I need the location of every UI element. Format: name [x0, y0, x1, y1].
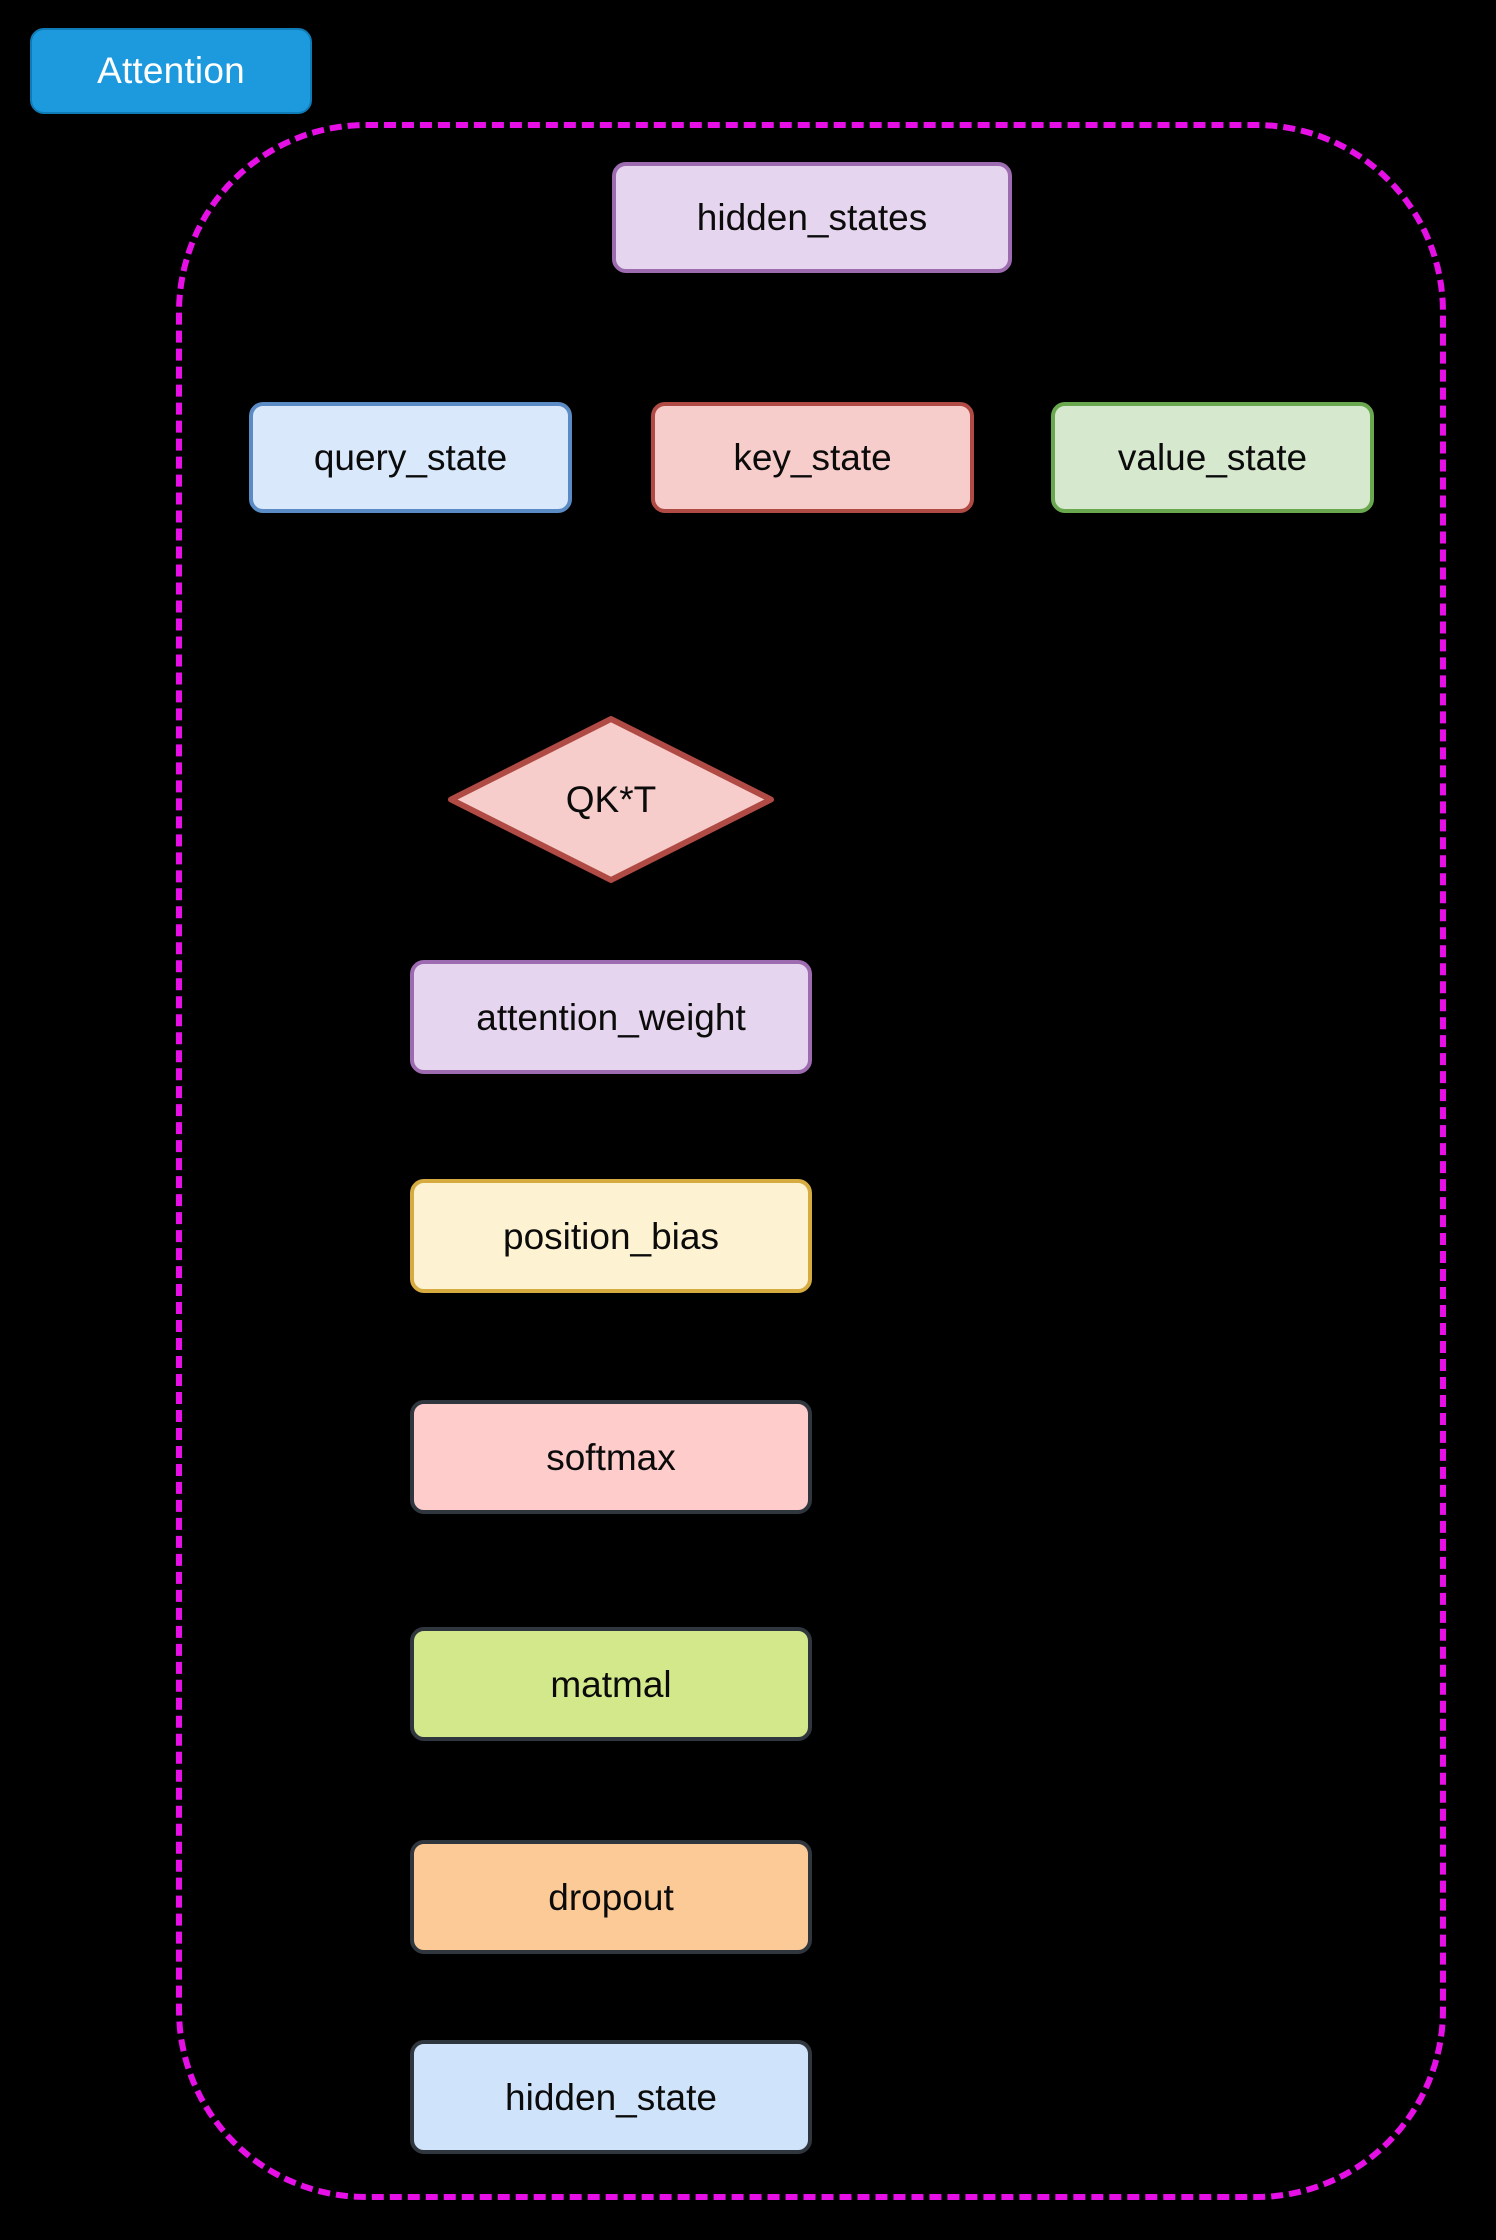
diamond-shape-icon — [448, 716, 774, 883]
node-softmax-label: softmax — [546, 1436, 676, 1478]
node-matmal-label: matmal — [550, 1663, 672, 1705]
subgraph-title-label: Attention — [97, 50, 245, 91]
node-qkt-diamond[interactable]: QK*T — [447, 715, 775, 884]
node-hidden-states[interactable]: hidden_states — [612, 162, 1012, 273]
node-key-state-label: key_state — [733, 437, 892, 478]
node-attention-weight[interactable]: attention_weight — [410, 960, 812, 1074]
subgraph-title-attention[interactable]: Attention — [30, 28, 312, 114]
node-value-state-label: value_state — [1117, 437, 1308, 478]
node-dropout-label: dropout — [548, 1876, 674, 1918]
node-hidden-states-label: hidden_states — [696, 197, 928, 238]
node-hidden-state[interactable]: hidden_state — [410, 2040, 812, 2154]
node-hidden-state-label: hidden_state — [505, 2076, 717, 2118]
node-qkt-label: QK*T — [565, 778, 657, 820]
node-value-state[interactable]: value_state — [1051, 402, 1374, 513]
node-position-bias-label: position_bias — [503, 1215, 719, 1257]
attention-subgraph-boundary — [176, 122, 1446, 2200]
node-key-state[interactable]: key_state — [651, 402, 974, 513]
node-dropout[interactable]: dropout — [410, 1840, 812, 1954]
node-softmax[interactable]: softmax — [410, 1400, 812, 1514]
node-query-state[interactable]: query_state — [249, 402, 572, 513]
node-position-bias[interactable]: position_bias — [410, 1179, 812, 1293]
node-attention-weight-label: attention_weight — [476, 996, 746, 1038]
node-query-state-label: query_state — [313, 437, 508, 478]
node-matmal[interactable]: matmal — [410, 1627, 812, 1741]
